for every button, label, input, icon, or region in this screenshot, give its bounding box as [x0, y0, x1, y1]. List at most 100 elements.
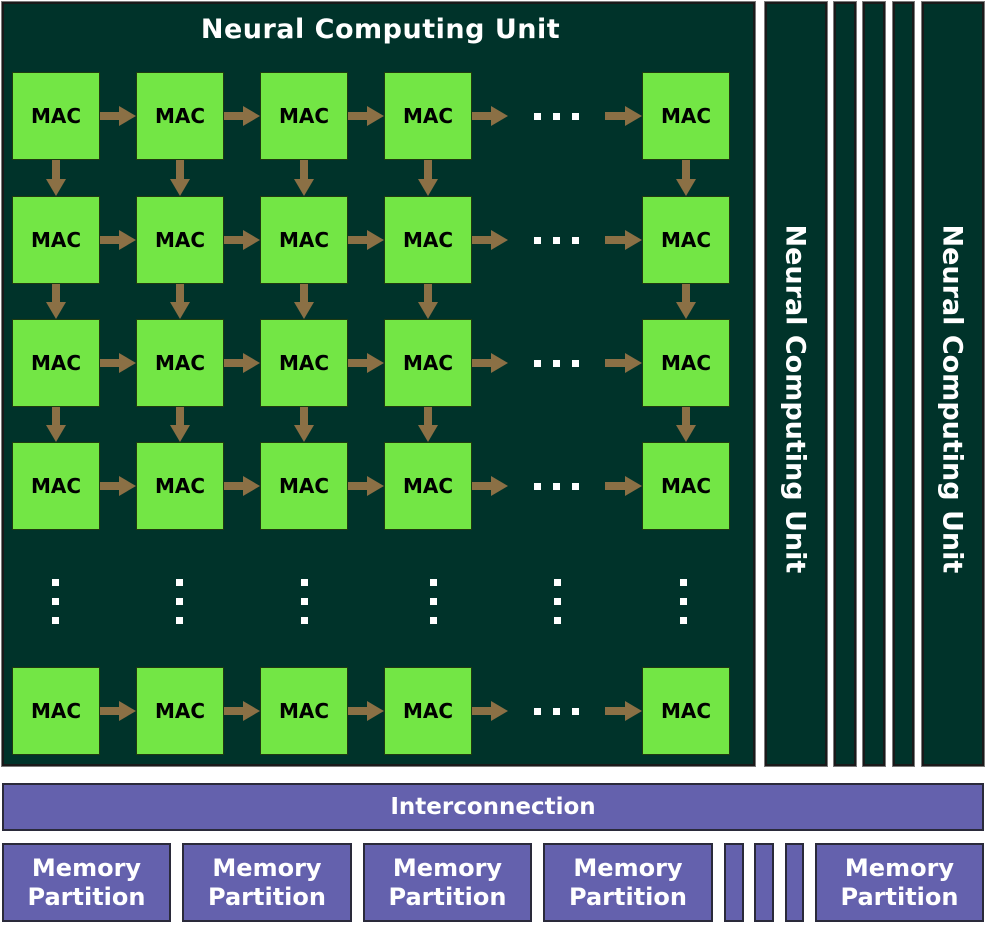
ellipsis-dot [572, 237, 579, 244]
right-arrow-icon [224, 701, 260, 721]
ellipsis-dot [680, 617, 687, 624]
down-arrow-icon [418, 407, 438, 442]
right-arrow-icon [348, 701, 384, 721]
down-arrow-icon [46, 407, 66, 442]
down-arrow-icon [170, 284, 190, 319]
neural-computing-unit-side-1: Neural Computing Unit [764, 1, 828, 767]
mac-unit: MAC [136, 196, 224, 284]
memory-label: Memory [392, 853, 503, 882]
mac-unit: MAC [384, 196, 472, 284]
right-arrow-icon [100, 106, 136, 126]
ellipsis-dot [554, 617, 561, 624]
right-arrow-icon [472, 106, 508, 126]
right-arrow-icon [472, 230, 508, 250]
memory-label: Memory [844, 853, 955, 882]
down-arrow-icon [294, 284, 314, 319]
memory-label: Memory [31, 853, 142, 882]
right-arrow-icon [605, 230, 642, 250]
right-arrow-icon [224, 230, 260, 250]
ellipsis-dot [430, 579, 437, 586]
mac-unit: MAC [136, 72, 224, 160]
right-arrow-icon [100, 353, 136, 373]
ellipsis-dot [572, 113, 579, 120]
right-arrow-icon [472, 476, 508, 496]
ellipsis-dot [176, 598, 183, 605]
ellipsis-dot [572, 483, 579, 490]
down-arrow-icon [676, 407, 696, 442]
mac-unit: MAC [384, 442, 472, 530]
ellipsis-dot [572, 708, 579, 715]
mac-unit: MAC [136, 442, 224, 530]
ellipsis-dot [680, 598, 687, 605]
neural-computing-unit-side-2-title: Neural Computing Unit [936, 224, 968, 574]
right-arrow-icon [100, 476, 136, 496]
ellipsis-dot [52, 598, 59, 605]
ellipsis-dot [52, 579, 59, 586]
mac-unit: MAC [642, 72, 730, 160]
mac-unit: MAC [642, 196, 730, 284]
right-arrow-icon [348, 230, 384, 250]
down-arrow-icon [676, 160, 696, 196]
memory-label: Memory [212, 853, 322, 882]
right-arrow-icon [100, 230, 136, 250]
partition-label: Partition [840, 882, 959, 911]
partition-label: Partition [388, 882, 507, 911]
ellipsis-dot [572, 360, 579, 367]
right-arrow-icon [605, 476, 642, 496]
right-arrow-icon [348, 353, 384, 373]
neural-computing-unit-main: Neural Computing Unit [1, 1, 756, 767]
down-arrow-icon [46, 160, 66, 196]
ellipsis-dot [176, 579, 183, 586]
mac-unit: MAC [12, 196, 100, 284]
right-arrow-icon [100, 701, 136, 721]
right-arrow-icon [472, 353, 508, 373]
partition-label: Partition [569, 882, 687, 911]
down-arrow-icon [294, 160, 314, 196]
partition-label: Partition [27, 882, 146, 911]
ellipsis-dot [52, 617, 59, 624]
ellipsis-dot [680, 579, 687, 586]
memory-label: Memory [573, 853, 683, 882]
interconnection-bar: Interconnection [2, 783, 984, 831]
neural-computing-unit-title: Neural Computing Unit [200, 14, 561, 45]
mac-unit: MAC [136, 667, 224, 755]
ellipsis-dot [534, 113, 541, 120]
right-arrow-icon [605, 353, 642, 373]
right-arrow-icon [348, 476, 384, 496]
mac-unit: MAC [384, 667, 472, 755]
memory-partition-stack-3 [785, 843, 804, 922]
mac-unit: MAC [642, 442, 730, 530]
mac-unit: MAC [12, 442, 100, 530]
down-arrow-icon [170, 160, 190, 196]
ellipsis-dot [301, 617, 308, 624]
mac-unit: MAC [642, 319, 730, 407]
down-arrow-icon [418, 160, 438, 196]
ellipsis-dot [534, 360, 541, 367]
ellipsis-dot [430, 617, 437, 624]
down-arrow-icon [418, 284, 438, 319]
mac-unit: MAC [260, 319, 348, 407]
mac-unit: MAC [12, 319, 100, 407]
mac-unit: MAC [384, 72, 472, 160]
ellipsis-dot [534, 483, 541, 490]
down-arrow-icon [46, 284, 66, 319]
ellipsis-dot [554, 598, 561, 605]
mac-unit: MAC [260, 667, 348, 755]
ellipsis-dot [301, 579, 308, 586]
partition-label: Partition [208, 882, 326, 911]
mac-unit: MAC [260, 72, 348, 160]
memory-partition-stack-2 [754, 843, 774, 922]
mac-unit: MAC [260, 196, 348, 284]
right-arrow-icon [472, 701, 508, 721]
mac-unit: MAC [384, 319, 472, 407]
mac-unit: MAC [12, 72, 100, 160]
right-arrow-icon [605, 701, 642, 721]
neural-computing-unit-stack-1 [833, 1, 857, 767]
ellipsis-dot [430, 598, 437, 605]
neural-computing-unit-stack-2 [862, 1, 886, 767]
down-arrow-icon [170, 407, 190, 442]
